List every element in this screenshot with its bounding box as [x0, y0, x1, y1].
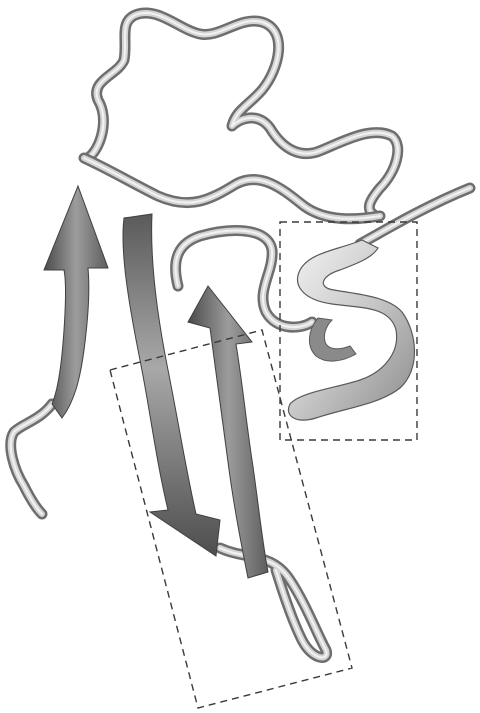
strand-1-arrow [44, 186, 108, 418]
helix-back-band [309, 318, 356, 361]
beta-strands [44, 186, 268, 578]
